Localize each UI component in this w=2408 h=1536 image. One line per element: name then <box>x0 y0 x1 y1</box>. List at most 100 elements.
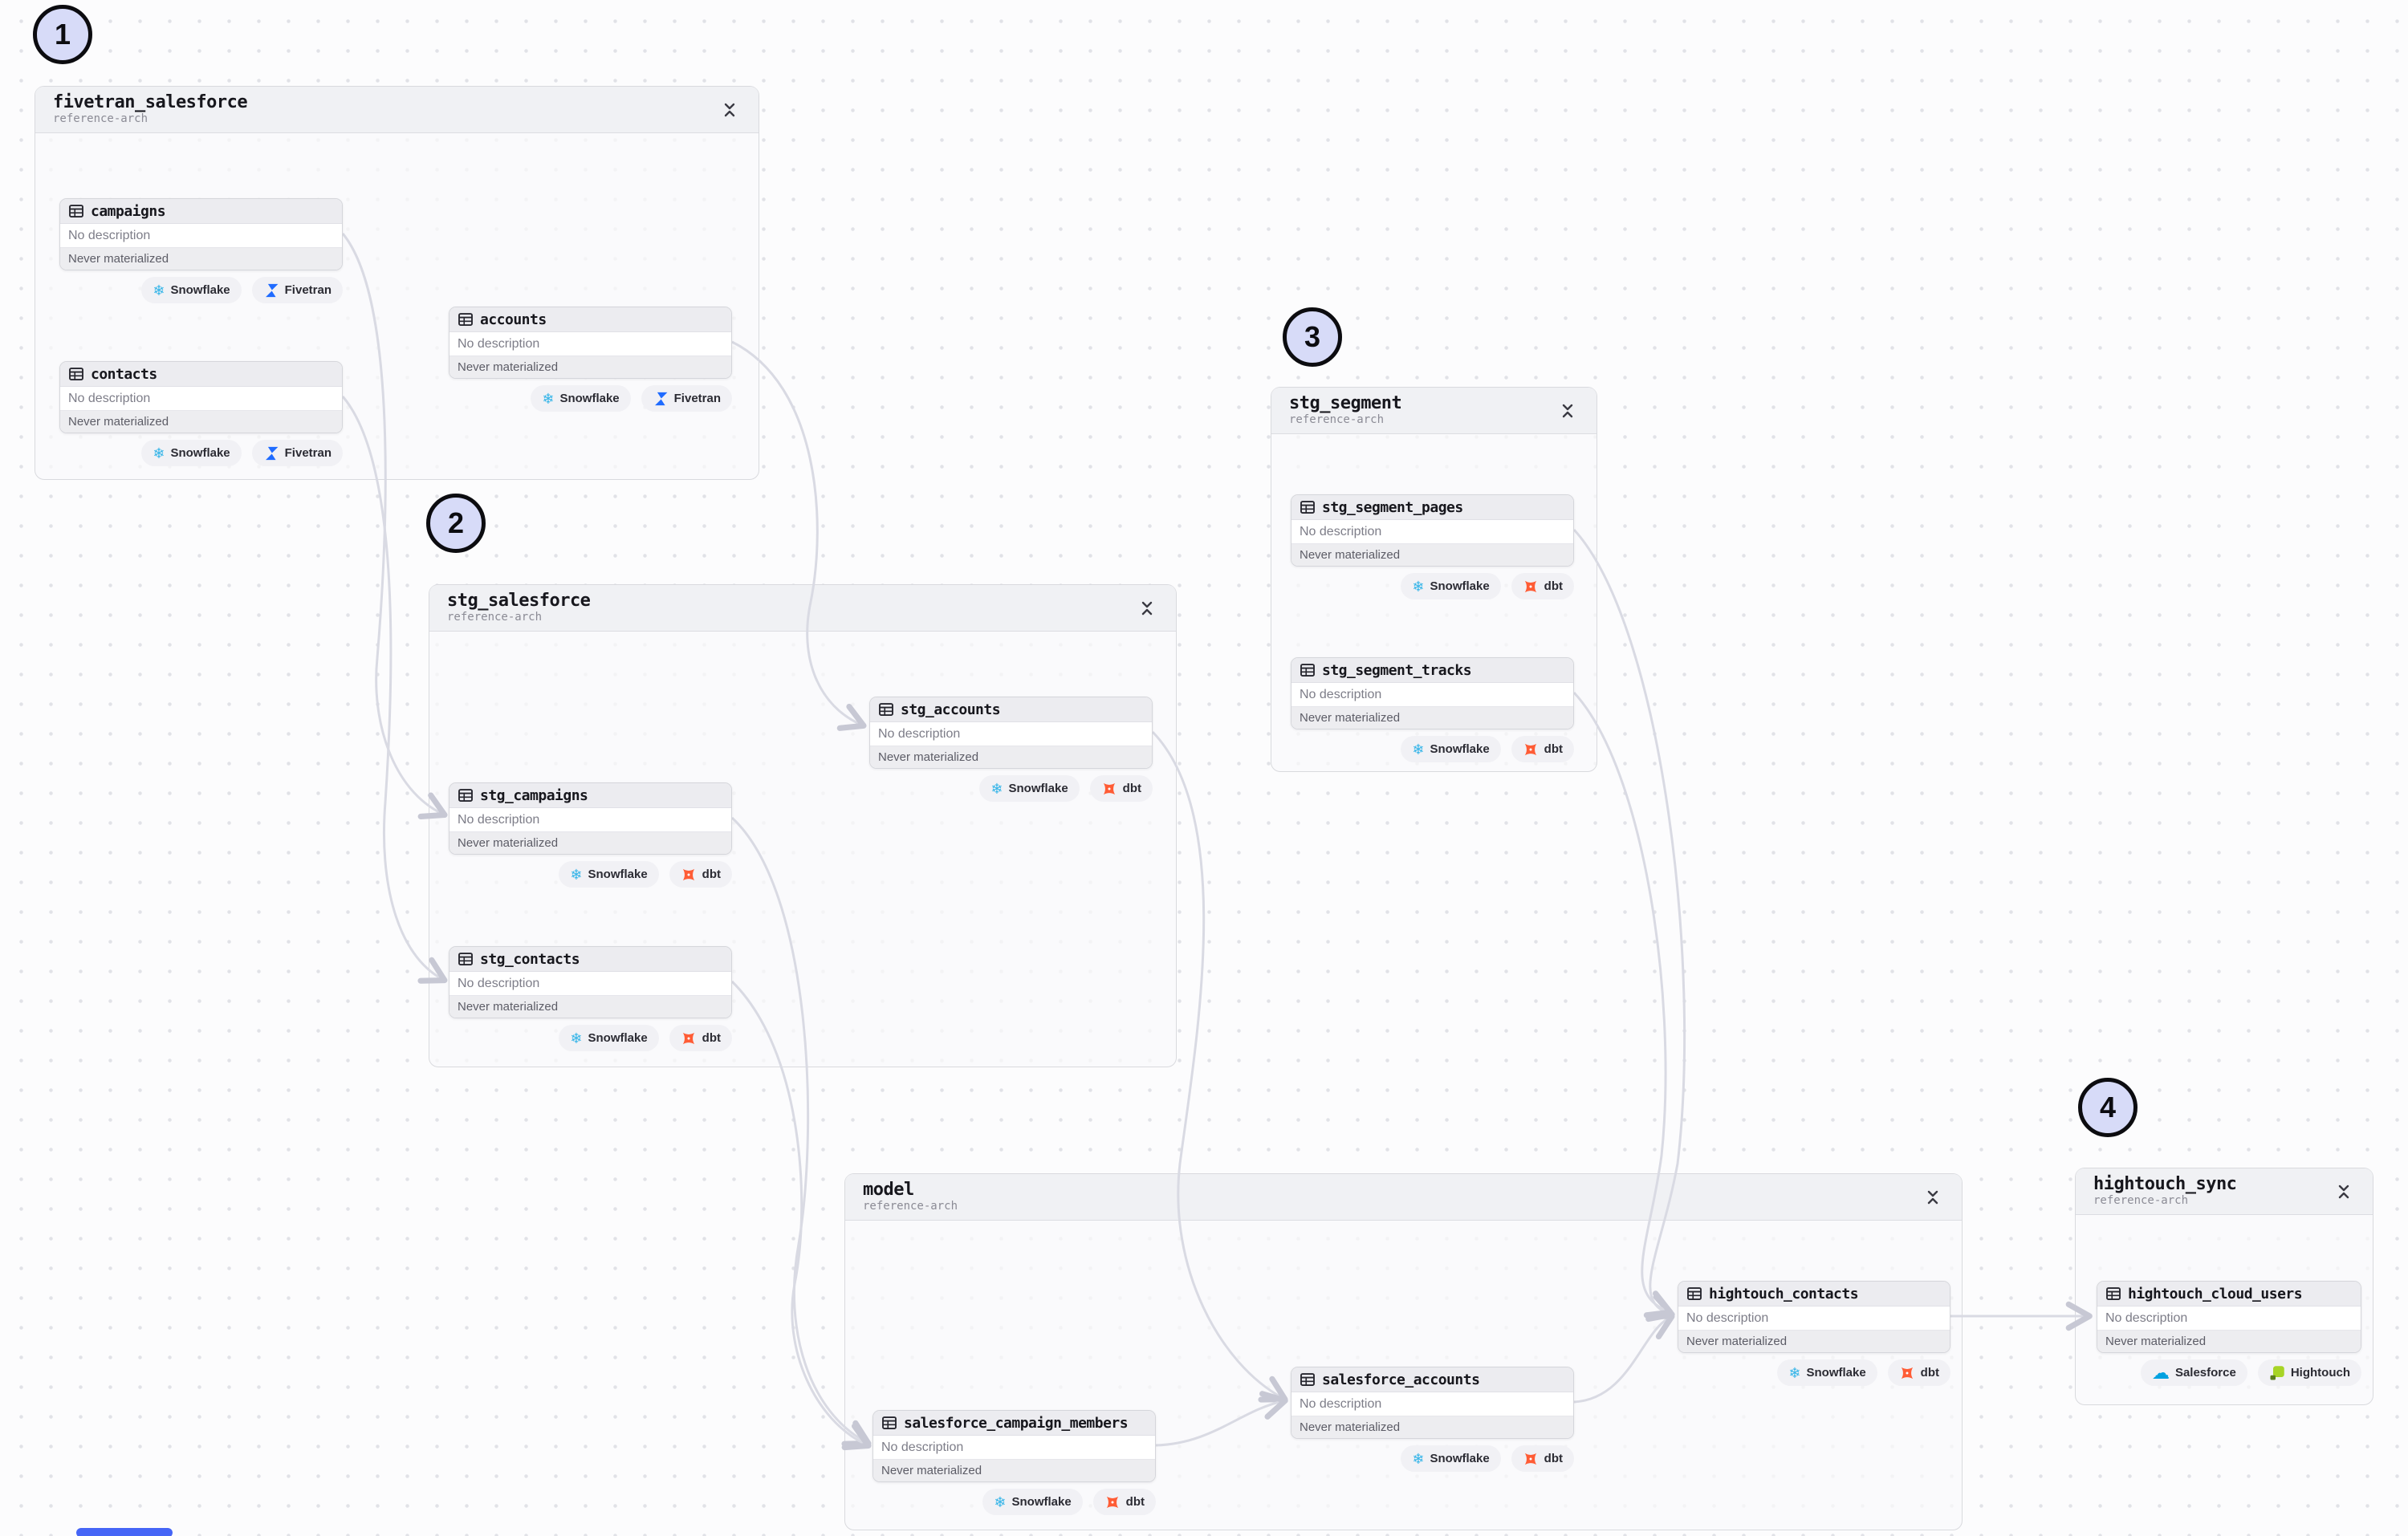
table-name: stg_contacts <box>480 950 580 968</box>
badge-salesforce[interactable]: ☁ Salesforce <box>2140 1359 2247 1386</box>
table-icon <box>458 789 473 802</box>
collapse-vertical-icon <box>1141 601 1153 615</box>
badge-label: dbt <box>1122 782 1141 795</box>
snowflake-icon: ❄ <box>994 1493 1007 1510</box>
table-description: No description <box>870 722 1152 746</box>
badge-fivetran[interactable]: Fivetran <box>251 277 343 303</box>
badge-label: dbt <box>1920 1366 1939 1380</box>
table-icon <box>1300 501 1315 514</box>
badge-dbt[interactable]: dbt <box>1511 573 1574 599</box>
table-description: No description <box>1678 1306 1950 1331</box>
table-title-row: stg_accounts <box>870 697 1152 722</box>
badge-snowflake[interactable]: ❄Snowflake <box>1777 1359 1877 1386</box>
snowflake-icon: ❄ <box>570 1030 583 1046</box>
group-subtitle: reference-arch <box>1289 412 1385 426</box>
badge-label: Fivetran <box>673 392 721 405</box>
badge-fivetran[interactable]: Fivetran <box>251 440 343 466</box>
fivetran-icon <box>265 283 279 297</box>
table-icon <box>1300 1373 1315 1386</box>
table-badges: ❄Snowflake dbt <box>1291 1445 1574 1472</box>
snowflake-icon: ❄ <box>153 282 165 299</box>
table-materialization-status: Never materialized <box>1291 707 1573 729</box>
table-description: No description <box>873 1436 1155 1460</box>
collapse-group-button[interactable] <box>1556 400 1579 422</box>
badge-label: Fivetran <box>284 283 332 297</box>
badge-snowflake[interactable]: ❄Snowflake <box>1401 1445 1501 1472</box>
badge-label: dbt <box>1125 1495 1145 1509</box>
table-title-row: hightouch_contacts <box>1678 1282 1950 1306</box>
badge-dbt[interactable]: dbt <box>1511 1445 1574 1472</box>
table-description: No description <box>60 224 342 248</box>
badge-snowflake[interactable]: ❄Snowflake <box>141 440 242 466</box>
table-badges: ❄Snowflake dbt <box>449 1025 732 1051</box>
dbt-icon <box>1103 782 1115 794</box>
badge-hightouch[interactable]: Hightouch <box>2257 1359 2361 1386</box>
badge-snowflake[interactable]: ❄Snowflake <box>559 861 659 888</box>
table-name: hightouch_contacts <box>1709 1285 1859 1302</box>
dbt-icon <box>1524 1453 1536 1465</box>
fivetran-icon <box>265 446 279 460</box>
dbt-icon <box>682 868 694 880</box>
badge-snowflake[interactable]: ❄Snowflake <box>559 1025 659 1051</box>
salesforce-icon: ☁ <box>2151 1362 2170 1383</box>
badge-dbt[interactable]: dbt <box>669 861 732 888</box>
badge-label: dbt <box>1544 1452 1563 1465</box>
badge-snowflake[interactable]: ❄Snowflake <box>982 1489 1083 1515</box>
table-title-row: salesforce_accounts <box>1291 1367 1573 1392</box>
collapse-group-button[interactable] <box>1136 597 1158 620</box>
table-card-salesforce_campaign_members[interactable]: salesforce_campaign_members No descriptio… <box>872 1410 1156 1482</box>
table-badges: ❄Snowflake Fivetran <box>59 440 343 466</box>
table-description: No description <box>2097 1306 2361 1331</box>
badge-label: Snowflake <box>170 446 230 460</box>
badge-label: dbt <box>702 1031 721 1045</box>
table-name: salesforce_accounts <box>1322 1371 1480 1388</box>
table-title-row: stg_segment_tracks <box>1291 658 1573 683</box>
table-badges: ❄Snowflake dbt <box>1291 736 1574 762</box>
annotation-number-3: 3 <box>1283 307 1342 367</box>
badge-snowflake[interactable]: ❄Snowflake <box>1401 573 1501 599</box>
badge-fivetran[interactable]: Fivetran <box>641 385 732 412</box>
badge-label: Snowflake <box>1806 1366 1866 1380</box>
badge-label: Salesforce <box>2174 1366 2236 1380</box>
group-title: stg_salesforce <box>447 591 591 612</box>
collapse-group-button[interactable] <box>2333 1180 2355 1203</box>
table-icon <box>1687 1287 1702 1300</box>
badge-dbt[interactable]: dbt <box>669 1025 732 1051</box>
snowflake-icon: ❄ <box>1412 1450 1425 1467</box>
annotation-number-4: 4 <box>2078 1078 2138 1137</box>
table-title-row: stg_campaigns <box>449 783 731 808</box>
table-name: salesforce_campaign_members <box>904 1414 1129 1432</box>
table-badges: ❄Snowflake dbt <box>449 861 732 888</box>
collapse-group-button[interactable] <box>1922 1186 1944 1209</box>
badge-snowflake[interactable]: ❄Snowflake <box>141 277 242 303</box>
badge-snowflake[interactable]: ❄Snowflake <box>1401 736 1501 762</box>
badge-dbt[interactable]: dbt <box>1092 1489 1156 1515</box>
collapse-group-button[interactable] <box>718 99 741 121</box>
snowflake-icon: ❄ <box>1412 578 1425 595</box>
badge-snowflake[interactable]: ❄Snowflake <box>979 775 1080 802</box>
badge-snowflake[interactable]: ❄Snowflake <box>531 385 631 412</box>
group-title: fivetran_salesforce <box>53 92 248 113</box>
table-description: No description <box>449 332 731 356</box>
badge-dbt[interactable]: dbt <box>1089 775 1153 802</box>
badge-dbt[interactable]: dbt <box>1887 1359 1950 1386</box>
table-icon <box>458 953 473 965</box>
group-subtitle: reference-arch <box>2093 1193 2189 1207</box>
badge-dbt[interactable]: dbt <box>1511 736 1574 762</box>
